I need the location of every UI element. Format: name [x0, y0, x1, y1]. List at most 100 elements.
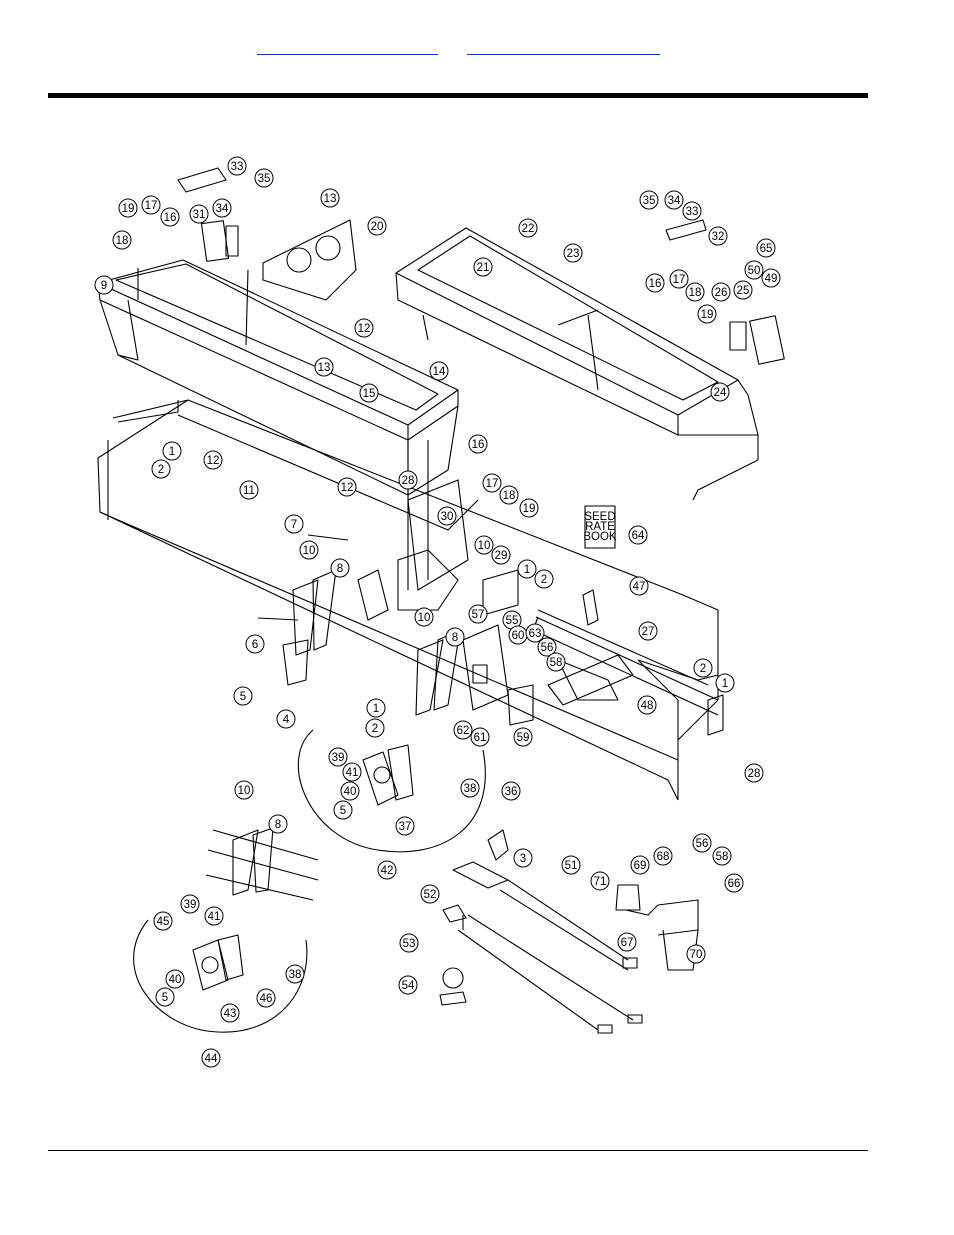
- callout-17: 17: [141, 195, 161, 215]
- callout-35: 35: [254, 168, 274, 188]
- callout-9: 9: [94, 275, 114, 295]
- callout-circle: [141, 195, 161, 215]
- callout-label: 1: [373, 703, 379, 715]
- side-panel: [245, 219, 357, 346]
- callout-label: 42: [381, 865, 394, 877]
- callout-circle: [180, 894, 200, 914]
- callout-circle: [637, 695, 657, 715]
- exploded-parts-diagram: SEED RATE BOOK 3335343113201917161891213…: [94, 156, 785, 1068]
- callout-50: 50: [744, 260, 764, 280]
- callout-1: 1: [517, 559, 537, 579]
- callout-circle: [501, 781, 521, 801]
- callout-label: 38: [289, 969, 302, 981]
- callout-label: 17: [486, 478, 499, 490]
- header-link-2[interactable]: [467, 38, 660, 55]
- callout-label: 16: [164, 212, 177, 224]
- callout-label: 15: [363, 388, 376, 400]
- callout-38: 38: [460, 778, 480, 798]
- callout-49: 49: [761, 268, 781, 288]
- callout-label: 13: [318, 362, 331, 374]
- callout-10: 10: [299, 540, 319, 560]
- callout-circle: [245, 634, 265, 654]
- callout-circle: [153, 911, 173, 931]
- callout-circle: [284, 514, 304, 534]
- callout-58: 58: [712, 846, 732, 866]
- callout-circle: [233, 686, 253, 706]
- callout-circle: [337, 477, 357, 497]
- callout-circle: [333, 800, 353, 820]
- callout-2: 2: [693, 658, 713, 678]
- callout-circle: [468, 604, 488, 624]
- callout-57: 57: [468, 604, 488, 624]
- callout-circle: [367, 216, 387, 236]
- callout-circle: [628, 525, 648, 545]
- callout-29: 29: [491, 545, 511, 565]
- callout-3: 3: [513, 848, 533, 868]
- callout-52: 52: [420, 884, 440, 904]
- callout-label: 23: [567, 248, 580, 260]
- callout-59: 59: [513, 727, 533, 747]
- callout-60: 60: [508, 625, 528, 645]
- callout-circle: [398, 470, 418, 490]
- callout-circle: [342, 762, 362, 782]
- callout-label: 62: [457, 725, 470, 737]
- callout-circle: [189, 204, 209, 224]
- callout-label: 33: [231, 161, 244, 173]
- callout-label: 67: [621, 937, 634, 949]
- callout-27: 27: [638, 621, 658, 641]
- callout-6: 6: [245, 634, 265, 654]
- callout-circle: [693, 658, 713, 678]
- callout-label: 32: [712, 231, 725, 243]
- callout-41: 41: [342, 762, 362, 782]
- callout-circle: [470, 727, 490, 747]
- header-rule: [48, 93, 868, 98]
- header-link-1[interactable]: [257, 38, 438, 55]
- wiring-harness: [439, 861, 643, 1034]
- callout-label: 27: [642, 626, 655, 638]
- callout-circle: [203, 450, 223, 470]
- callout-11: 11: [239, 480, 259, 500]
- callout-circle: [340, 781, 360, 801]
- callout-17: 17: [482, 473, 502, 493]
- upper-right-seed-box: [395, 227, 759, 501]
- callout-38: 38: [285, 964, 305, 984]
- callout-circle: [686, 944, 706, 964]
- callout-10: 10: [474, 535, 494, 555]
- callout-label: 16: [649, 278, 662, 290]
- callout-17: 17: [669, 269, 689, 289]
- callout-19: 19: [118, 198, 138, 218]
- callout-label: 18: [503, 490, 516, 502]
- callout-circle: [460, 778, 480, 798]
- callout-10: 10: [414, 607, 434, 627]
- callout-label: 8: [452, 632, 458, 644]
- callout-label: 47: [633, 581, 646, 593]
- callout-label: 28: [402, 475, 415, 487]
- callout-40: 40: [340, 781, 360, 801]
- callout-23: 23: [563, 243, 583, 263]
- callout-circle: [561, 855, 581, 875]
- callout-label: 2: [700, 663, 706, 675]
- callout-label: 1: [524, 564, 530, 576]
- callout-2: 2: [534, 569, 554, 589]
- callout-1: 1: [162, 441, 182, 461]
- callout-label: 41: [208, 911, 221, 923]
- callout-48: 48: [637, 695, 657, 715]
- svg-text:BOOK: BOOK: [583, 531, 617, 543]
- callout-19: 19: [697, 304, 717, 324]
- callout-label: 55: [506, 615, 519, 627]
- callout-55: 55: [502, 610, 522, 630]
- callout-68: 68: [653, 846, 673, 866]
- light-assembly-right: [665, 219, 785, 365]
- callout-circle: [151, 459, 171, 479]
- callout-circle: [517, 559, 537, 579]
- callout-30: 30: [437, 506, 457, 526]
- callout-label: 61: [474, 732, 487, 744]
- callout-circle: [664, 190, 684, 210]
- callout-circle: [639, 190, 659, 210]
- callout-25: 25: [733, 280, 753, 300]
- callout-circle: [212, 198, 232, 218]
- svg-text:SEED: SEED: [584, 511, 615, 523]
- callout-circle: [354, 318, 374, 338]
- callout-circle: [94, 275, 114, 295]
- callout-label: 39: [184, 899, 197, 911]
